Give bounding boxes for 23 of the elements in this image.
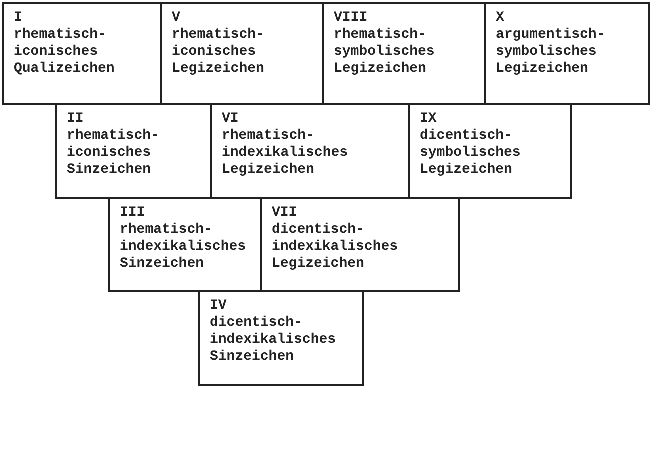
class-numeral: V	[172, 10, 182, 27]
class-numeral: X	[496, 10, 506, 27]
class-numeral: VII	[272, 205, 298, 222]
class-description: rhematisch- indexikalisches Legizeichen	[222, 128, 350, 179]
class-numeral: II	[67, 111, 85, 128]
sign-class-box	[198, 290, 364, 386]
class-numeral: I	[14, 10, 24, 27]
class-description: dicentisch- indexikalisches Sinzeichen	[210, 315, 338, 366]
sign-class-box	[2, 2, 162, 105]
class-numeral: IX	[420, 111, 438, 128]
class-numeral: VI	[222, 111, 240, 128]
class-numeral: III	[120, 205, 146, 222]
class-description: rhematisch- symbolisches Legizeichen	[334, 27, 436, 78]
class-description: dicentisch- indexikalisches Legizeichen	[272, 222, 400, 273]
class-description: rhematisch- iconisches Legizeichen	[172, 27, 266, 78]
class-description: rhematisch- iconisches Sinzeichen	[67, 128, 160, 179]
sign-class-box	[484, 2, 650, 105]
class-description: rhematisch- iconisches Qualizeichen	[14, 27, 116, 78]
class-numeral: VIII	[334, 10, 369, 27]
class-numeral: IV	[210, 298, 228, 315]
class-description: dicentisch- symbolisches Legizeichen	[420, 128, 522, 179]
class-description: rhematisch- indexikalisches Sinzeichen	[120, 222, 248, 273]
class-description: argumentisch- symbolisches Legizeichen	[496, 27, 606, 78]
